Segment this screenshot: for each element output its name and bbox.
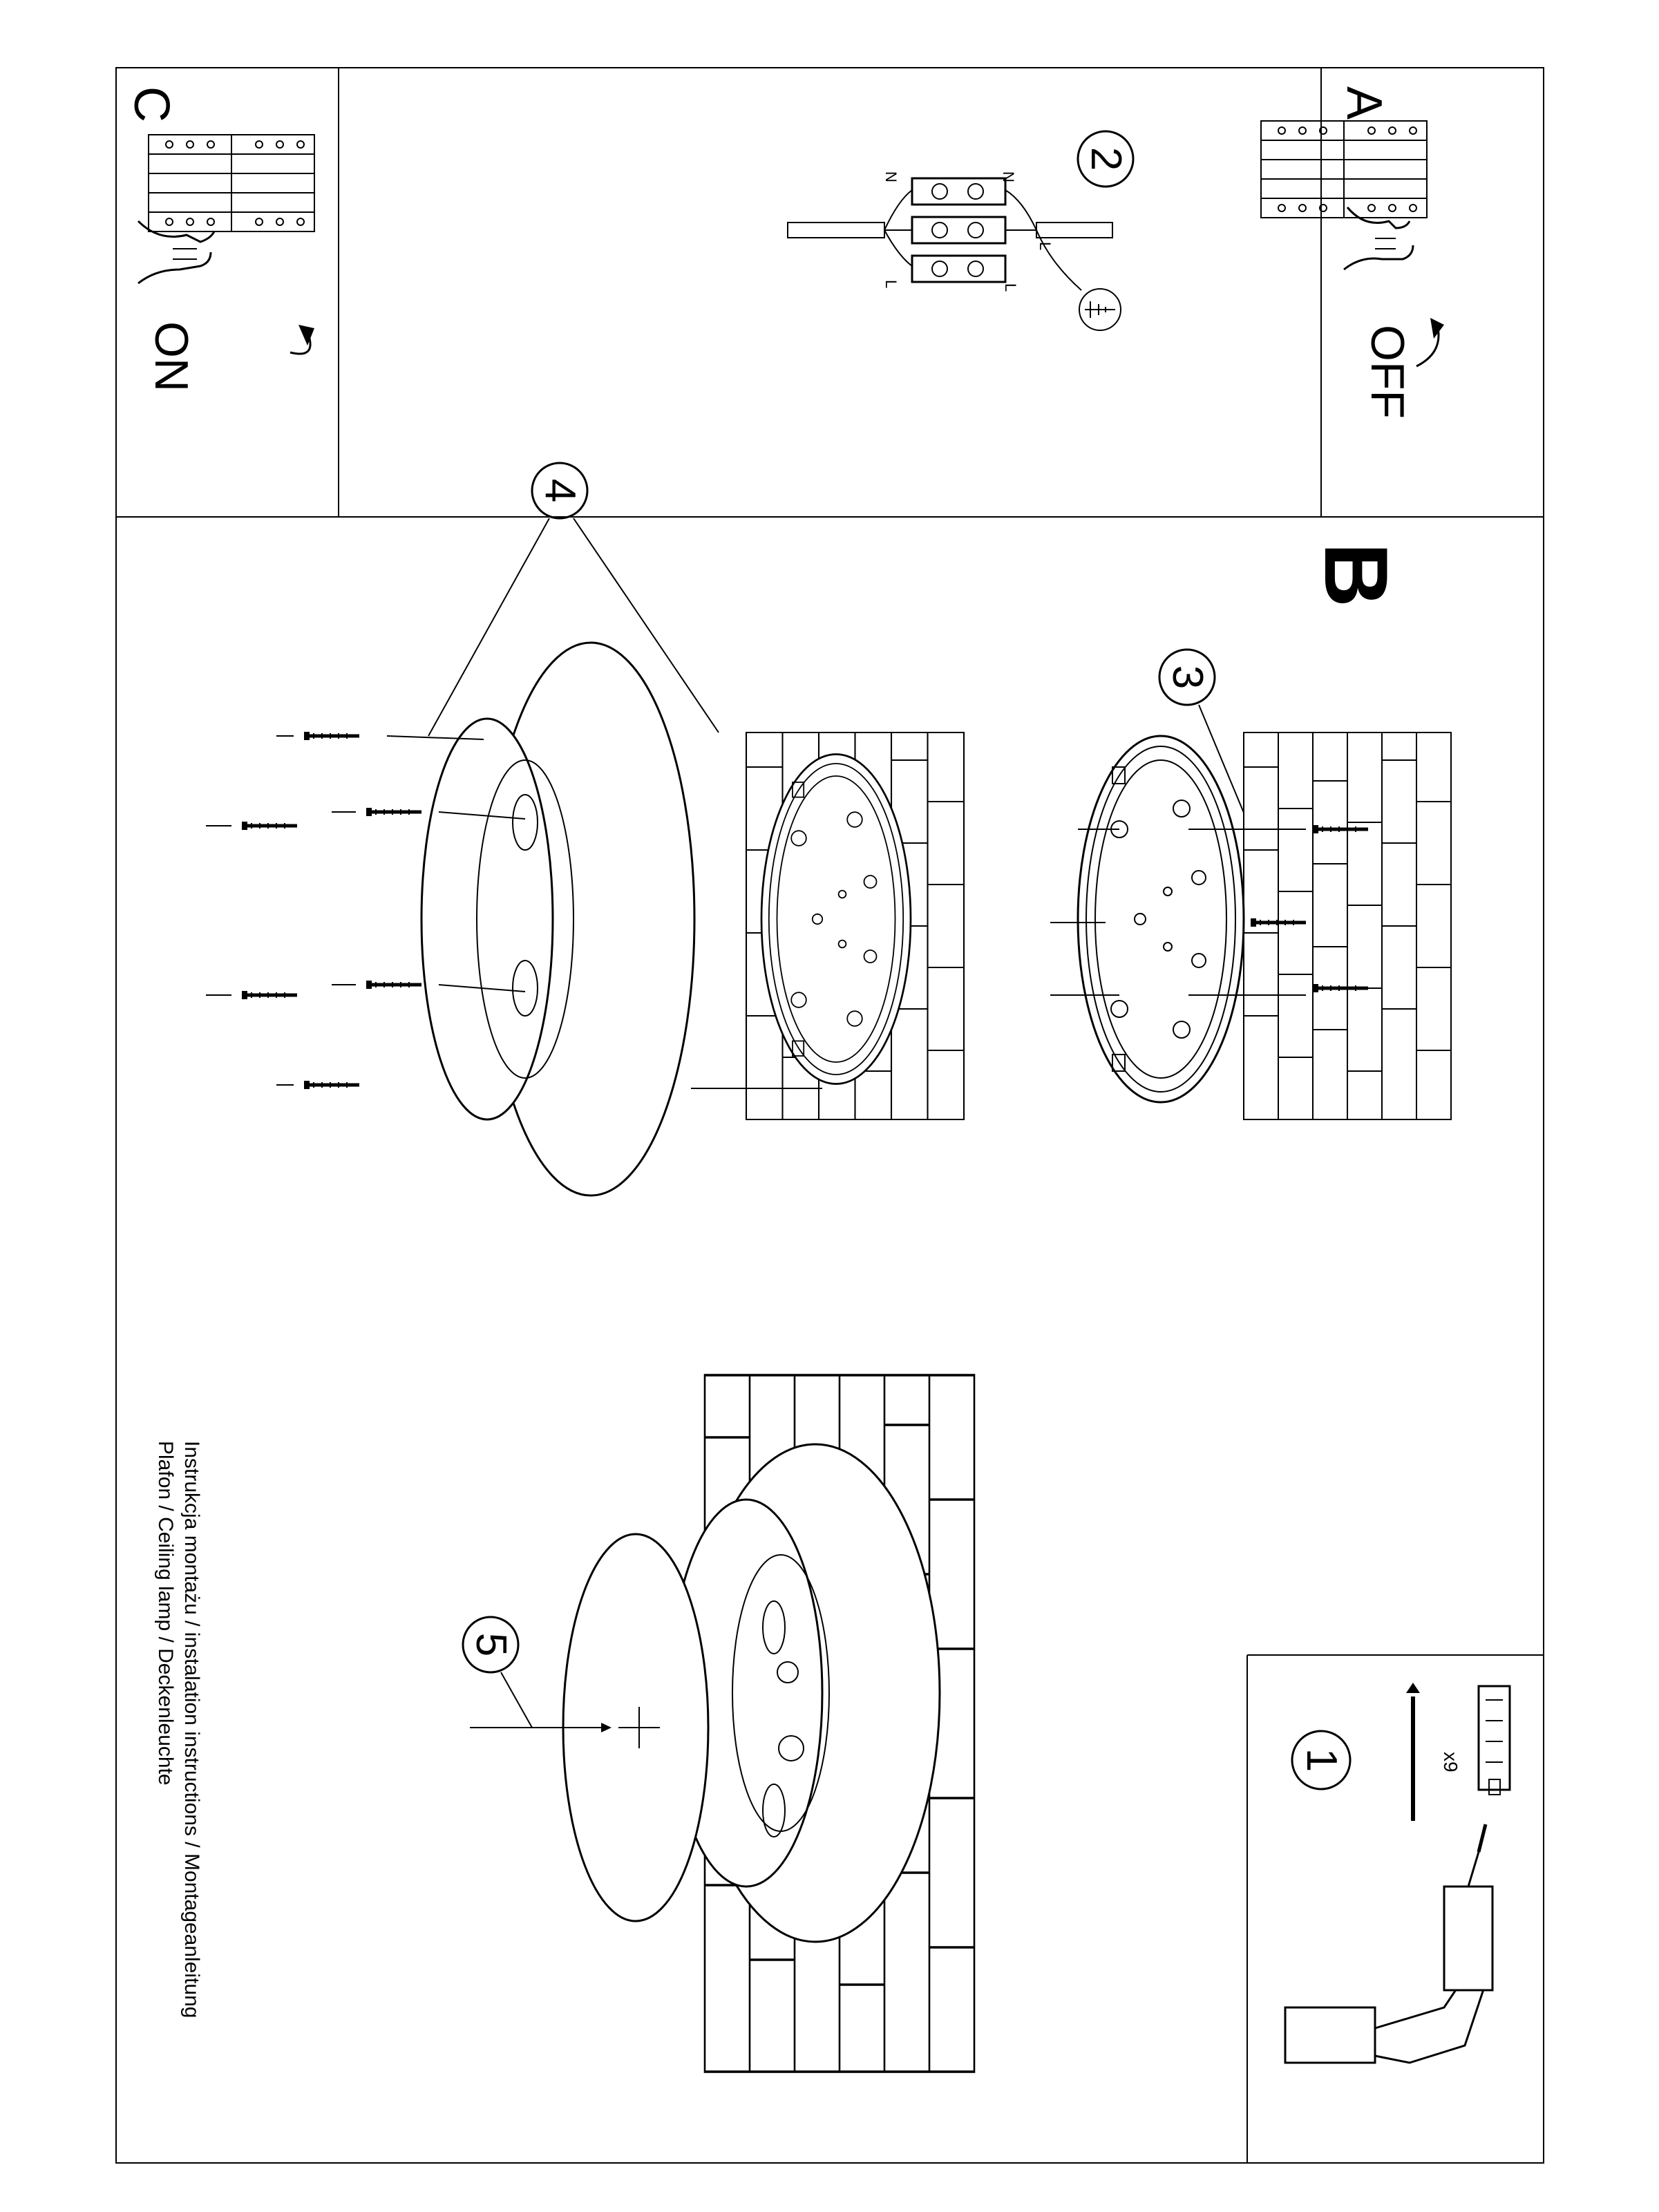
terminal-label-l: L: [882, 280, 900, 288]
panel-c-letter: C: [124, 86, 179, 122]
hand-icon: [1343, 207, 1414, 271]
step-1-badge: [1291, 1730, 1352, 1790]
wiring-diagram: 2 N N L L L: [787, 130, 1135, 331]
title-line-1: Instrukcja montażu / instalation instruc…: [180, 1441, 203, 2018]
wall-plug-icon: [1477, 1685, 1511, 1795]
drill-icon: [1284, 1824, 1494, 2064]
lamp-shell-front: [420, 717, 554, 1121]
panel-a-letter: A: [1336, 86, 1392, 120]
panel-b-letter: B: [1306, 542, 1407, 607]
step-2-badge: [1077, 130, 1135, 188]
step-3-badge: [1158, 648, 1216, 706]
step-3-number: 3: [1164, 665, 1211, 689]
breaker-box-off: [1260, 120, 1428, 218]
screw-icon: [366, 981, 421, 989]
screw-icon: [242, 822, 297, 830]
step-1-number: 1: [1298, 1748, 1345, 1772]
step-3-mount-plate: 3: [1050, 648, 1452, 1120]
breaker-box-on: [148, 134, 315, 232]
terminal-label-l: L: [1002, 283, 1019, 292]
screw-icon: [304, 732, 359, 740]
ceiling-tiles: [1243, 732, 1452, 1120]
screw-icon: [1406, 1683, 1420, 1821]
step-4-badge: [531, 462, 589, 520]
step-4-number: 4: [536, 479, 584, 502]
panel-a-state: OFF: [1361, 325, 1414, 419]
mount-bracket: [760, 753, 912, 1085]
screw-count: x9: [1440, 1752, 1461, 1773]
screw-icon: [242, 991, 297, 999]
hand-icon: [137, 220, 216, 285]
step-5-badge: [462, 1616, 520, 1674]
terminal-block: [911, 177, 1007, 283]
cable-right: [1036, 222, 1113, 238]
terminal-label-n: N: [882, 171, 900, 182]
panel-c: C ON: [124, 68, 339, 517]
screw-icon: [304, 1081, 359, 1089]
terminal-label-l: L: [1036, 242, 1054, 250]
panel-c-state: ON: [145, 321, 198, 392]
mount-bracket: [1077, 735, 1245, 1104]
step-4-lamp-body: 4: [206, 462, 965, 1197]
ground-icon: [1079, 288, 1121, 331]
cable-left: [787, 222, 885, 238]
page-border: [115, 67, 1544, 2164]
step-5-diffuser: 5: [462, 1374, 976, 2073]
step-2-number: 2: [1082, 147, 1130, 171]
screw-icon: [366, 808, 421, 816]
step-5-number: 5: [467, 1633, 515, 1656]
panel-1-tools: 1 x9: [1246, 1654, 1544, 2163]
panel-a: A OFF: [1260, 68, 1444, 517]
title-line-2: Plafon / Ceiling lamp / Deckenleuchte: [154, 1441, 177, 1786]
terminal-label-n: N: [1000, 171, 1017, 182]
